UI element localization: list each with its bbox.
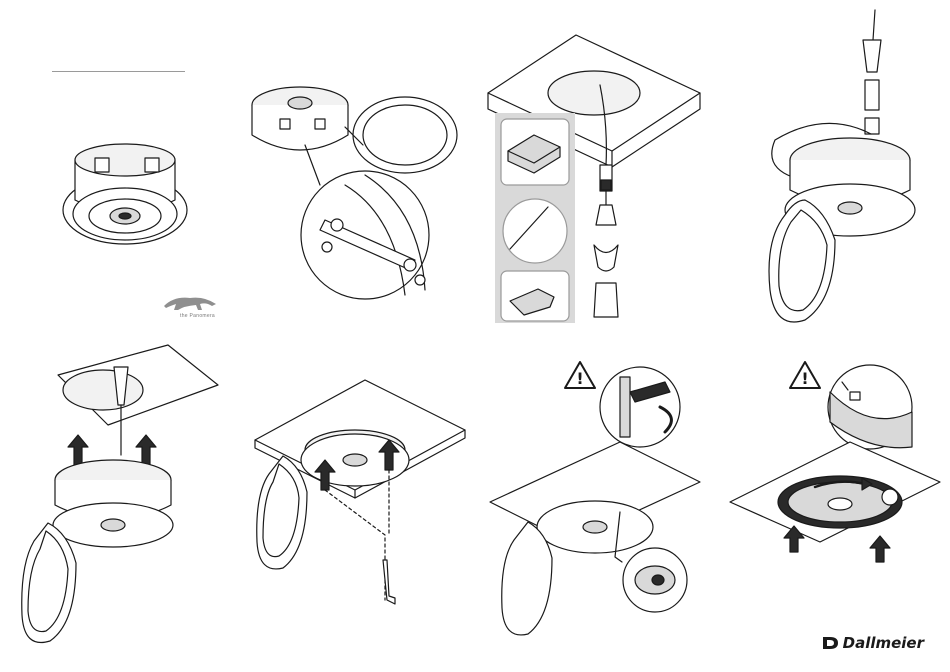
clamp-caution-icon: ! [490,352,700,647]
screw-fastening-icon [255,360,470,610]
step-6-screw-fastening [255,360,470,610]
camera-cover-removal-icon [245,75,465,315]
ceiling-cutout-accessories-icon [488,35,703,325]
step-5-insert-into-ceiling [18,345,223,645]
warning-symbol: ! [576,369,583,388]
camera-overview-icon [50,130,200,250]
step-1-camera-overview [50,130,200,250]
brand-logo: Dallmeier [821,634,924,652]
step-3-ceiling-cutout [488,35,703,325]
step-8-cover-rotate-caution: ! [730,352,940,572]
step-7-clamp-caution: ! [490,352,700,647]
cable-connection-icon [765,10,920,325]
cover-rotate-caution-icon: ! [730,352,940,572]
tiger-logo-icon [160,292,220,314]
brand-name: Dallmeier [843,634,924,652]
step-2-cover-removal [245,75,465,315]
step-4-cable-connection [765,10,920,325]
divider-line [52,71,185,72]
warning-symbol: ! [801,369,808,388]
tiger-caption: the Panomera [180,313,215,319]
insert-into-ceiling-icon [18,345,223,645]
dallmeier-logo-icon [821,636,839,650]
